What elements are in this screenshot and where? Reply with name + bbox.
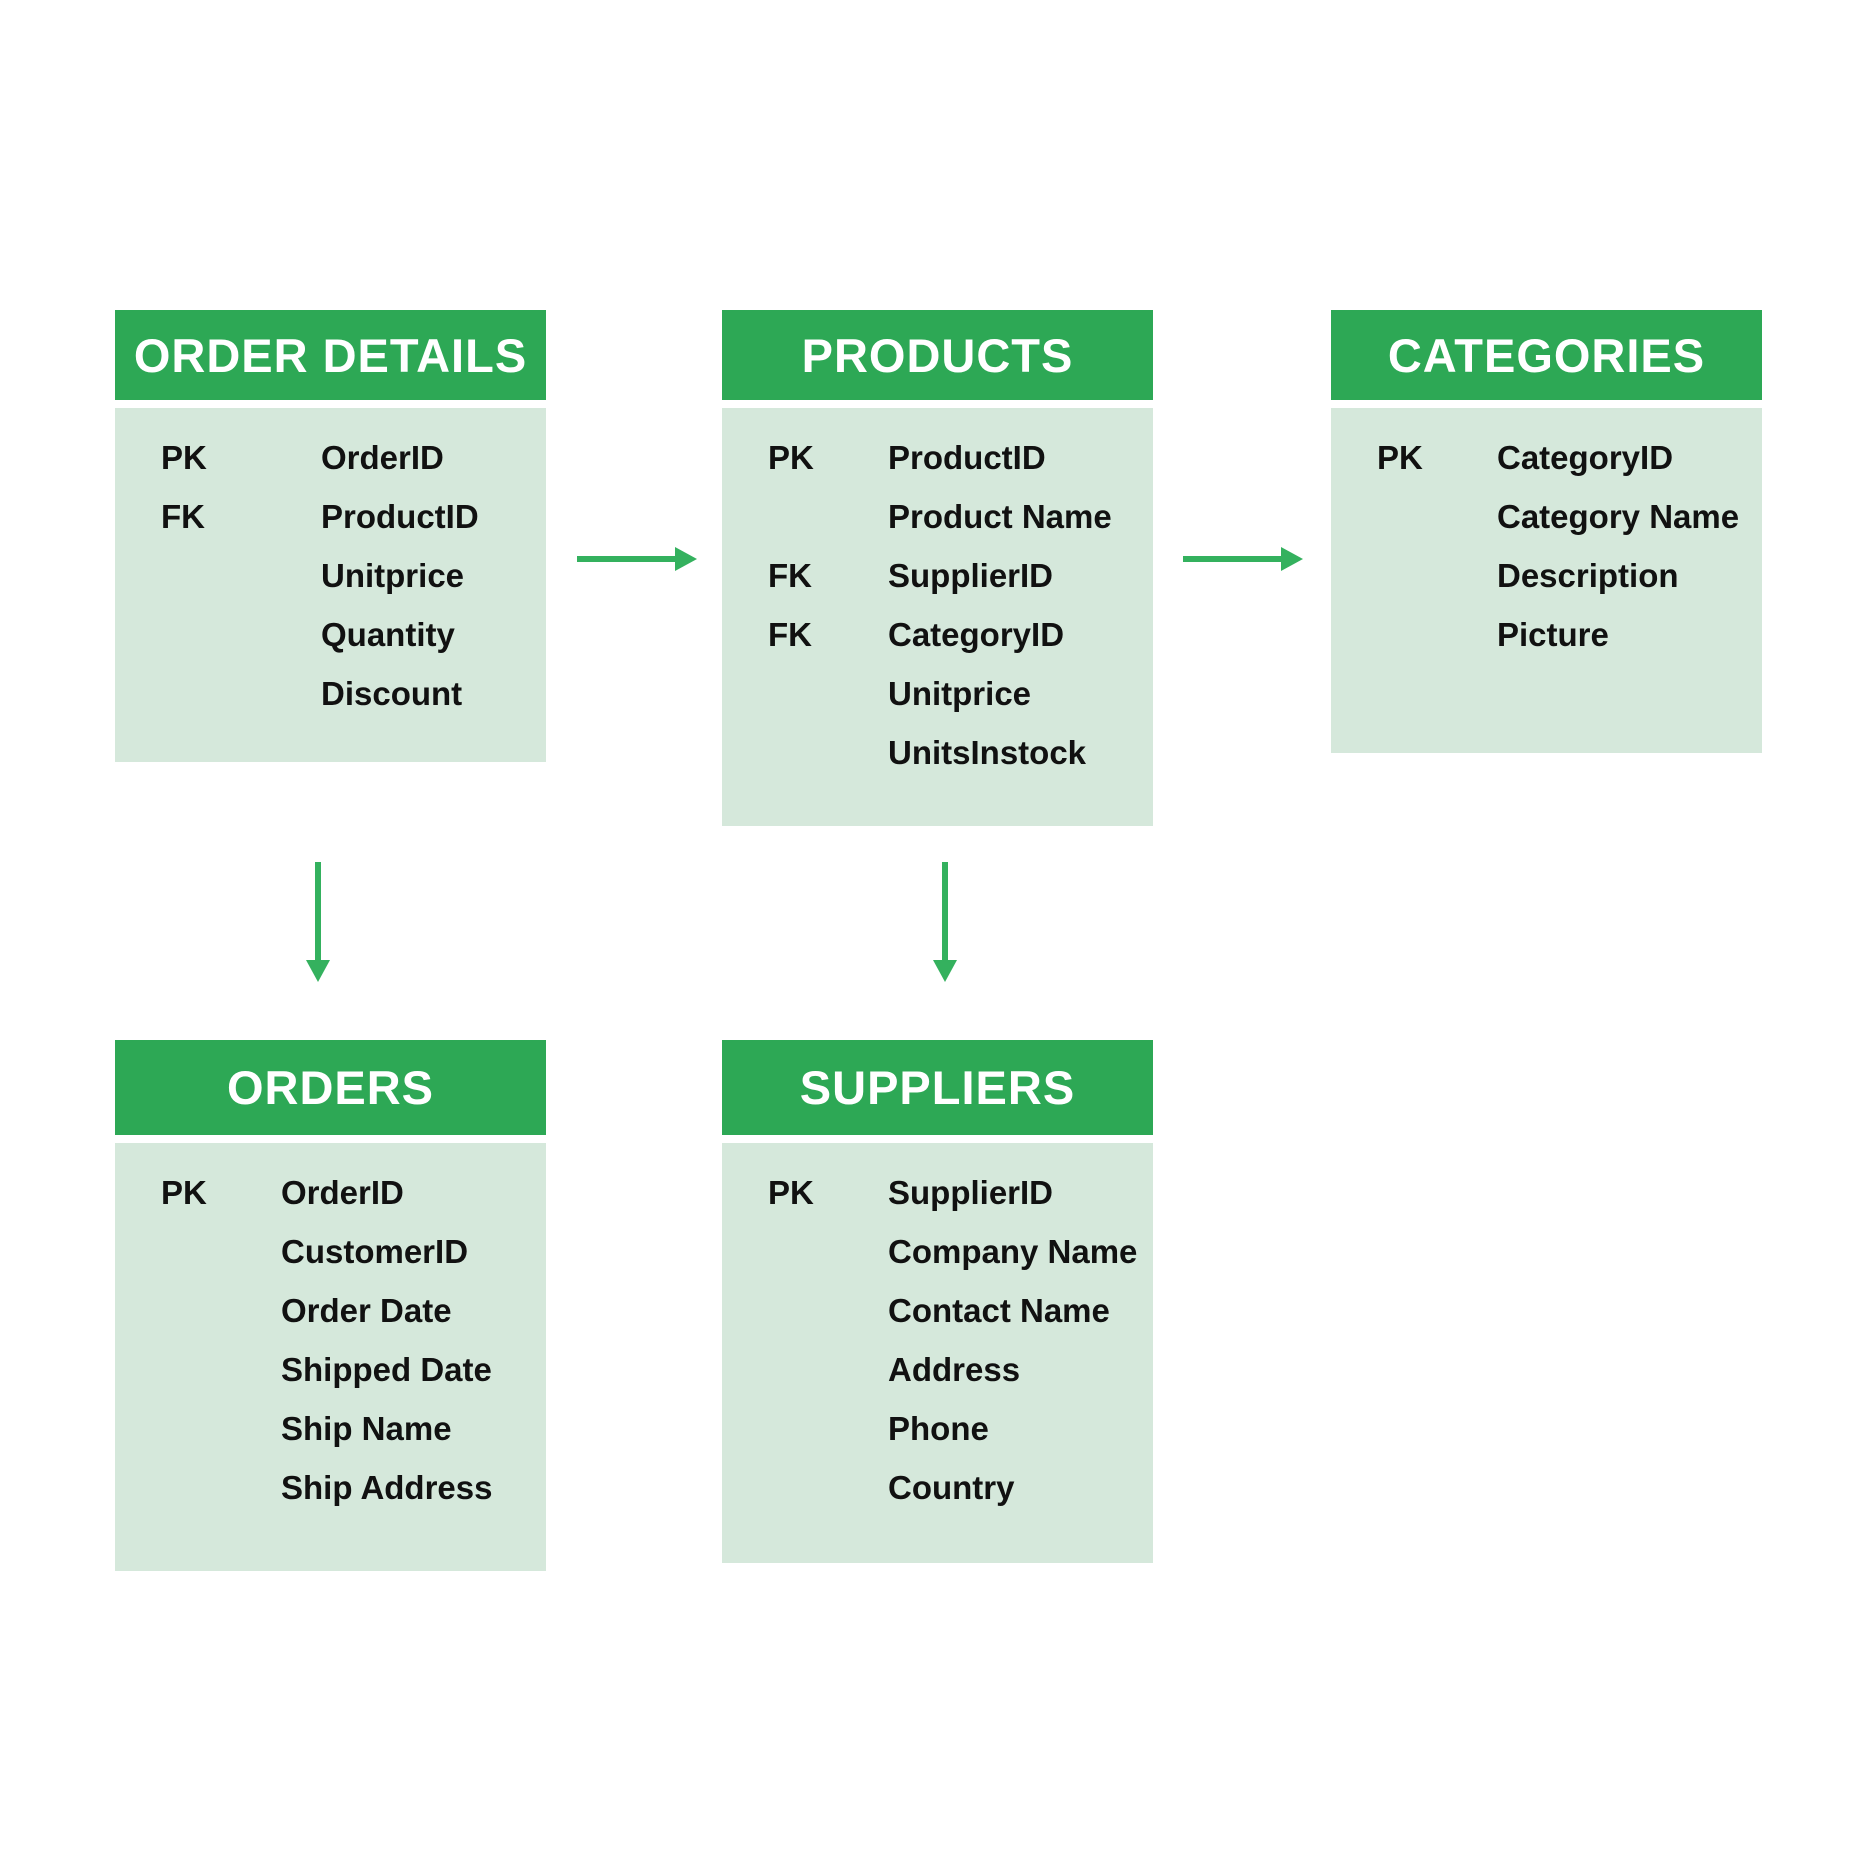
table-row: Country [722,1458,1153,1517]
table-body: PK SupplierID Company Name Contact Name … [722,1143,1153,1563]
table-row: Order Date [115,1281,546,1340]
field-name: ProductID [321,497,479,535]
field-name: CategoryID [888,615,1065,653]
table-header: ORDERS [115,1040,546,1135]
table-title: CATEGORIES [1387,328,1706,382]
arrow-order-details-to-orders [306,862,330,982]
field-name: Quantity [321,615,455,653]
arrow-shaft [577,556,675,562]
table-row: Ship Name [115,1399,546,1458]
field-name: Ship Address [281,1468,493,1506]
table-row: CustomerID [115,1222,546,1281]
table-row: Contact Name [722,1281,1153,1340]
table-products: PRODUCTS PK ProductID Product Name FK Su… [722,310,1153,826]
table-row: PK CategoryID [1331,428,1762,487]
table-row: Address [722,1340,1153,1399]
field-name: Shipped Date [281,1350,492,1388]
arrowhead-down-icon [933,960,957,982]
table-header: CATEGORIES [1331,310,1762,400]
table-row: FK CategoryID [722,605,1153,664]
field-name: ProductID [888,438,1046,476]
field-name: CategoryID [1497,438,1674,476]
table-title: SUPPLIERS [799,1061,1076,1114]
table-row: PK OrderID [115,428,546,487]
arrow-products-to-categories [1183,546,1303,572]
key-label: PK [1377,438,1423,476]
table-suppliers: SUPPLIERS PK SupplierID Company Name Con… [722,1040,1153,1563]
field-name: Picture [1497,615,1609,653]
table-body: PK CategoryID Category Name Description … [1331,408,1762,753]
table-title: ORDER DETAILS [133,328,528,382]
field-name: Unitprice [321,556,465,594]
field-name: Order Date [281,1291,452,1329]
table-row: Description [1331,546,1762,605]
table-header: PRODUCTS [722,310,1153,400]
table-row: PK ProductID [722,428,1153,487]
table-row: PK OrderID [115,1163,546,1222]
table-row: UnitsInstock [722,723,1153,782]
field-name: Contact Name [888,1291,1110,1329]
table-header: SUPPLIERS [722,1040,1153,1135]
table-row: Phone [722,1399,1153,1458]
table-row: Ship Address [115,1458,546,1517]
table-body: PK OrderID CustomerID Order Date Shipped… [115,1143,546,1571]
field-name: Discount [321,674,463,712]
field-name: Ship Name [281,1409,452,1447]
table-title: PRODUCTS [801,328,1074,382]
field-name: Description [1497,556,1679,594]
table-row: Unitprice [722,664,1153,723]
table-row: Company Name [722,1222,1153,1281]
arrow-products-to-suppliers [933,862,957,982]
table-body: PK ProductID Product Name FK SupplierID … [722,408,1153,826]
table-row: PK SupplierID [722,1163,1153,1222]
table-row: Picture [1331,605,1762,664]
table-body: PK OrderID FK ProductID Unitprice Quanti… [115,408,546,762]
key-label: PK [768,1173,814,1211]
field-name: UnitsInstock [888,733,1087,771]
table-row: Category Name [1331,487,1762,546]
table-row: FK ProductID [115,487,546,546]
table-row: Discount [115,664,546,723]
key-label: FK [768,556,812,594]
field-name: Country [888,1468,1015,1506]
field-name: Address [888,1350,1021,1388]
field-name: Unitprice [888,674,1032,712]
table-header: ORDER DETAILS [115,310,546,400]
arrow-order-details-to-products [577,546,697,572]
key-label: FK [768,615,812,653]
key-label: PK [161,438,207,476]
table-row: Product Name [722,487,1153,546]
field-name: Company Name [888,1232,1138,1270]
field-name: OrderID [281,1173,404,1211]
arrowhead-down-icon [306,960,330,982]
field-name: OrderID [321,438,444,476]
table-orders: ORDERS PK OrderID CustomerID Order Date … [115,1040,546,1571]
field-name: SupplierID [888,556,1054,594]
arrowhead-right-icon [1281,547,1303,571]
field-name: Phone [888,1409,989,1447]
table-categories: CATEGORIES PK CategoryID Category Name D… [1331,310,1762,753]
key-label: FK [161,497,205,535]
table-row: Shipped Date [115,1340,546,1399]
table-order-details: ORDER DETAILS PK OrderID FK ProductID Un… [115,310,546,762]
table-row: Quantity [115,605,546,664]
field-name: CustomerID [281,1232,469,1270]
field-name: Product Name [888,497,1112,535]
key-label: PK [768,438,814,476]
field-name: SupplierID [888,1173,1054,1211]
key-label: PK [161,1173,207,1211]
field-name: Category Name [1497,497,1740,535]
arrow-shaft [942,862,948,960]
arrowhead-right-icon [675,547,697,571]
arrow-shaft [1183,556,1281,562]
table-row: FK SupplierID [722,546,1153,605]
table-title: ORDERS [226,1061,435,1114]
table-row: Unitprice [115,546,546,605]
arrow-shaft [315,862,321,960]
